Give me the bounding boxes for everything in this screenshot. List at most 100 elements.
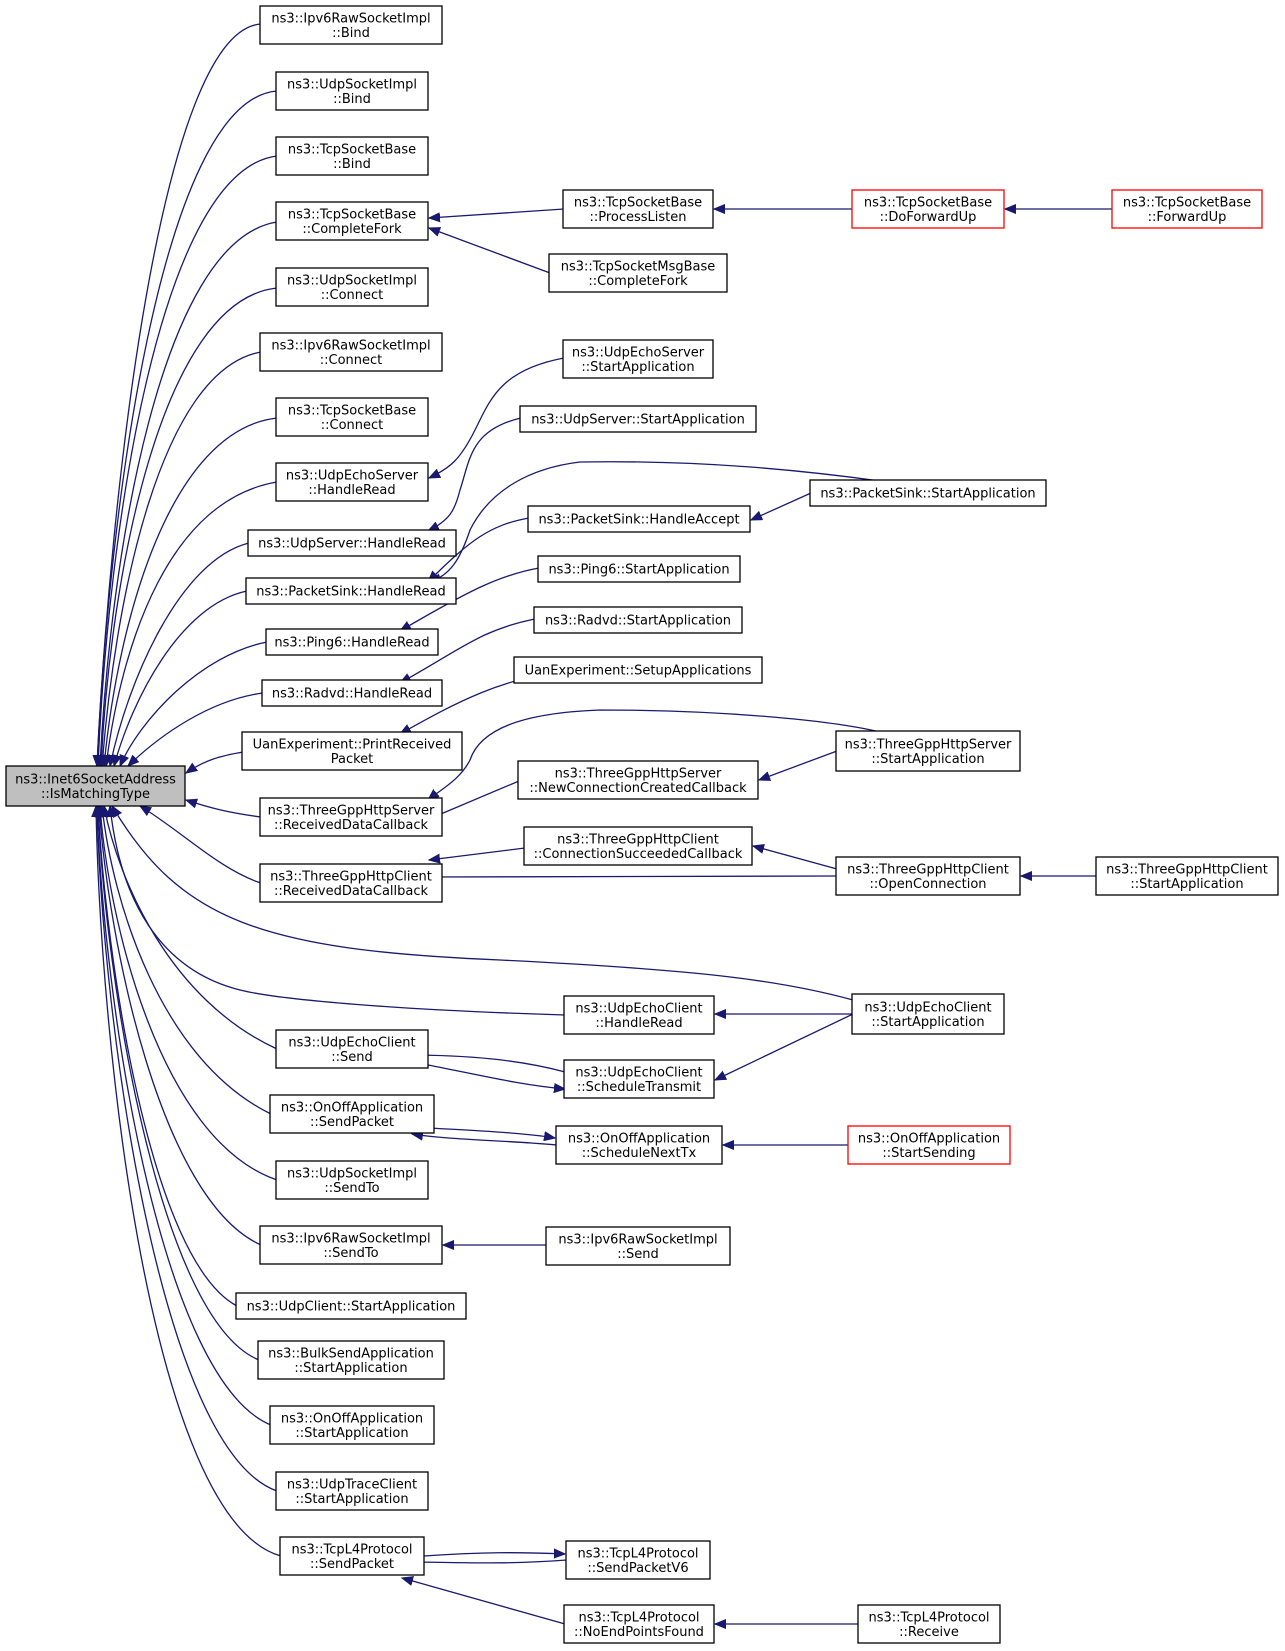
edge-line	[114, 590, 248, 766]
node-tcpbase_bind[interactable]: ns3::TcpSocketBase::Bind	[275, 136, 429, 176]
edge-line	[753, 846, 838, 870]
node-box	[847, 1125, 1011, 1165]
node-tcpbase_dfu[interactable]: ns3::TcpSocketBase::DoForwardUp	[851, 189, 1005, 229]
edge-line	[110, 542, 250, 766]
edge-httpclient_rdc-to-root	[140, 806, 262, 884]
edge-httpserver_ncc-to-httpserver_rdc	[429, 780, 520, 820]
node-uan_setup[interactable]: UanExperiment::SetupApplications	[513, 656, 763, 684]
node-label-line: ::HandleRead	[595, 1016, 682, 1031]
node-label-line: ::StartApplication	[871, 752, 984, 767]
node-box	[279, 1536, 425, 1576]
node-box	[533, 606, 743, 634]
node-udpclient_start[interactable]: ns3::UdpClient::StartApplication	[235, 1292, 467, 1320]
node-box	[259, 332, 443, 372]
node-httpclient_csc[interactable]: ns3::ThreeGppHttpClient::ConnectionSucce…	[523, 826, 753, 866]
edge-line	[96, 806, 282, 1557]
edge-ping6_start-to-ping6_hr	[400, 567, 540, 631]
node-trace_start[interactable]: ns3::UdpTraceClient::StartApplication	[275, 1471, 429, 1511]
edge-tcpbase_bind-to-root	[98, 155, 278, 766]
node-udpserver_start[interactable]: ns3::UdpServer::StartApplication	[519, 405, 757, 433]
node-tcpbase_cfork[interactable]: ns3::TcpSocketBase::CompleteFork	[275, 201, 429, 241]
node-label-line: ns3::UdpServer::HandleRead	[258, 537, 446, 552]
node-tcpmsg_cfork[interactable]: ns3::TcpSocketMsgBase::CompleteFork	[548, 253, 728, 293]
node-echoclient_st[interactable]: ns3::UdpEchoClient::ScheduleTransmit	[563, 1059, 715, 1099]
edge-echoclient_send-to-root	[104, 806, 278, 1050]
node-box	[275, 397, 429, 437]
node-onoff_sendpacket[interactable]: ns3::OnOffApplication::SendPacket	[269, 1094, 435, 1134]
node-label-line: ns3::Ipv6RawSocketImpl	[558, 1232, 717, 1247]
node-ipv6raw_connect[interactable]: ns3::Ipv6RawSocketImpl::Connect	[259, 332, 443, 372]
node-echoclient_send[interactable]: ns3::UdpEchoClient::Send	[275, 1029, 429, 1069]
node-onoff_start[interactable]: ns3::OnOffApplication::StartApplication	[269, 1405, 435, 1445]
node-ipv6raw_send[interactable]: ns3::Ipv6RawSocketImpl::Send	[545, 1226, 731, 1266]
node-echoclient_start[interactable]: ns3::UdpEchoClient::StartApplication	[851, 993, 1005, 1035]
node-box	[565, 1540, 711, 1580]
edge-echoserver_hr-to-root	[106, 481, 278, 766]
node-label-line: ns3::ThreeGppHttpClient	[847, 862, 1009, 877]
node-box	[259, 1225, 443, 1265]
node-radvd_hr[interactable]: ns3::Radvd::HandleRead	[261, 679, 443, 707]
node-sink_hr[interactable]: ns3::PacketSink::HandleRead	[245, 577, 457, 605]
edge-line	[186, 751, 244, 773]
node-ping6_hr[interactable]: ns3::Ping6::HandleRead	[265, 628, 439, 656]
node-httpserver_start[interactable]: ns3::ThreeGppHttpServer::StartApplicatio…	[835, 730, 1021, 772]
node-httpclient_start[interactable]: ns3::ThreeGppHttpClient::StartApplicatio…	[1095, 856, 1279, 896]
node-echoserver_hr[interactable]: ns3::UdpEchoServer::HandleRead	[275, 462, 429, 502]
node-udpsock_sendto[interactable]: ns3::UdpSocketImpl::SendTo	[275, 1160, 429, 1200]
edge-httpserver_start-to-httpserver_rdc	[428, 709, 881, 800]
node-bulk_start[interactable]: ns3::BulkSendApplication::StartApplicati…	[257, 1340, 445, 1380]
node-ipv6raw_sendto[interactable]: ns3::Ipv6RawSocketImpl::SendTo	[259, 1225, 443, 1265]
edge-udpserver_hr-to-root	[110, 542, 250, 766]
node-box	[269, 1094, 435, 1134]
node-box	[562, 339, 714, 379]
node-echoserver_start[interactable]: ns3::UdpEchoServer::StartApplication	[562, 339, 714, 379]
node-box	[247, 529, 457, 557]
node-box	[527, 505, 751, 533]
node-label-line: ns3::UdpClient::StartApplication	[247, 1300, 456, 1315]
node-radvd_start[interactable]: ns3::Radvd::StartApplication	[533, 606, 743, 634]
node-label-line: ns3::UdpEchoClient	[864, 1000, 991, 1015]
node-label-line: ns3::TcpSocketBase	[288, 142, 416, 157]
node-onoff_snt[interactable]: ns3::OnOffApplication::ScheduleNextTx	[555, 1125, 723, 1165]
node-tcpbase_connect[interactable]: ns3::TcpSocketBase::Connect	[275, 397, 429, 437]
node-echoclient_hr[interactable]: ns3::UdpEchoClient::HandleRead	[563, 995, 715, 1035]
node-label-line: ns3::TcpSocketBase	[288, 403, 416, 418]
edge-onoff_snt-to-onoff_sendpacket	[412, 1134, 558, 1146]
node-ping6_start[interactable]: ns3::Ping6::StartApplication	[537, 555, 741, 583]
node-httpserver_rdc[interactable]: ns3::ThreeGppHttpServer::ReceivedDataCal…	[259, 797, 443, 837]
node-ipv6raw_bind[interactable]: ns3::Ipv6RawSocketImpl::Bind	[259, 5, 443, 45]
edge-httpserver_rdc-to-root	[186, 800, 262, 818]
edge-line	[97, 806, 272, 1426]
node-udpsock_bind[interactable]: ns3::UdpSocketImpl::Bind	[275, 71, 429, 111]
node-httpserver_ncc[interactable]: ns3::ThreeGppHttpServer::NewConnectionCr…	[517, 760, 759, 800]
node-label-line: ns3::Inet6SocketAddress	[15, 772, 176, 787]
node-label-line: ::IsMatchingType	[41, 787, 150, 802]
node-box	[851, 993, 1005, 1035]
node-tcpbase_plisten[interactable]: ns3::TcpSocketBase::ProcessListen	[562, 189, 714, 229]
node-label-line: ::NewConnectionCreatedCallback	[529, 781, 747, 796]
node-tcpl4_v6[interactable]: ns3::TcpL4Protocol::SendPacketV6	[565, 1540, 711, 1580]
node-box	[259, 797, 443, 837]
node-label-line: ::Connect	[320, 353, 383, 368]
node-tcpl4_sendpacket[interactable]: ns3::TcpL4Protocol::SendPacket	[279, 1536, 425, 1576]
node-httpclient_open[interactable]: ns3::ThreeGppHttpClient::OpenConnection	[835, 856, 1021, 896]
node-label-line: ns3::ThreeGppHttpClient	[1106, 862, 1268, 877]
node-tcpl4_receive[interactable]: ns3::TcpL4Protocol::Receive	[857, 1604, 1001, 1644]
node-httpclient_rdc[interactable]: ns3::ThreeGppHttpClient::ReceivedDataCal…	[259, 863, 443, 903]
node-onoff_ss[interactable]: ns3::OnOffApplication::StartSending	[847, 1125, 1011, 1165]
node-label-line: ns3::OnOffApplication	[568, 1131, 710, 1146]
edge-echoclient_start-to-root	[112, 806, 854, 1001]
node-label-line: ::NoEndPointsFound	[574, 1625, 704, 1640]
node-box	[275, 1471, 429, 1511]
node-label-line: ns3::UdpEchoClient	[288, 1035, 415, 1050]
node-label-line: ns3::UdpEchoClient	[575, 1065, 702, 1080]
node-udpserver_hr[interactable]: ns3::UdpServer::HandleRead	[247, 529, 457, 557]
node-root[interactable]: ns3::Inet6SocketAddress::IsMatchingType	[5, 765, 186, 807]
node-tcpbase_fu[interactable]: ns3::TcpSocketBase::ForwardUp	[1111, 189, 1263, 229]
node-sink_start[interactable]: ns3::PacketSink::StartApplication	[809, 479, 1047, 507]
node-sink_accept[interactable]: ns3::PacketSink::HandleAccept	[527, 505, 751, 533]
edge-line	[428, 417, 522, 531]
node-udpsock_connect[interactable]: ns3::UdpSocketImpl::Connect	[275, 267, 429, 307]
node-tcpl4_nepf[interactable]: ns3::TcpL4Protocol::NoEndPointsFound	[563, 1604, 715, 1644]
